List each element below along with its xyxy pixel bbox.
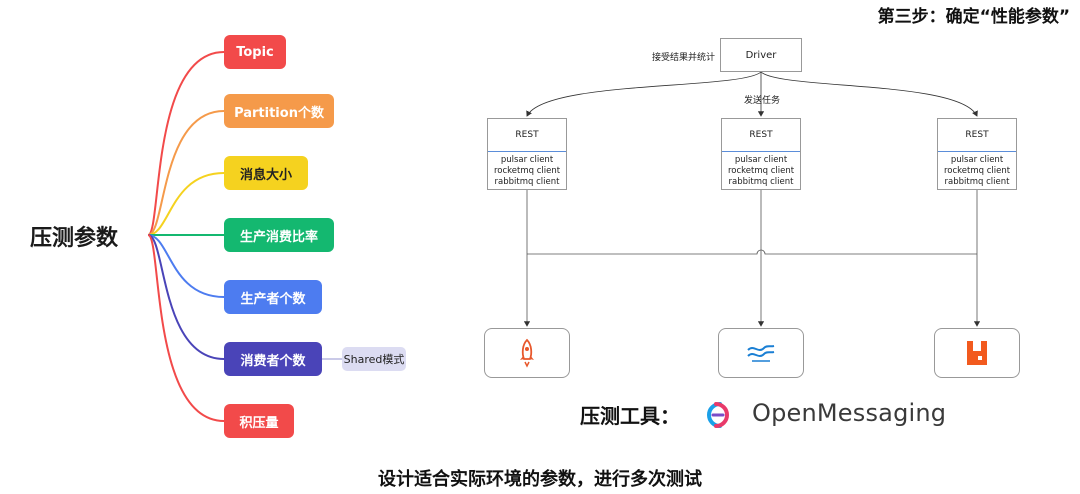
node-consumer-label: 消费者个数 bbox=[240, 353, 306, 369]
node-topic: Topic bbox=[224, 35, 286, 69]
worker-3-head: REST bbox=[938, 119, 1016, 152]
rabbit-icon bbox=[967, 341, 987, 365]
branch-partition bbox=[147, 110, 225, 236]
node-ratio-label: 生产消费比率 bbox=[239, 229, 318, 245]
dispatch-note: 发送任务 bbox=[744, 96, 781, 106]
broker-rabbitmq bbox=[934, 328, 1020, 378]
broker-pulsar bbox=[484, 328, 570, 378]
worker-2-client-rocketmq: rocketmq client bbox=[727, 166, 795, 176]
worker-box-2: REST pulsar client rocketmq client rabbi… bbox=[721, 118, 801, 190]
tool-label: 压测工具： bbox=[580, 404, 680, 428]
shared-mode-tag: Shared模式 bbox=[342, 347, 406, 371]
driver-note: 接受结果并统计 bbox=[652, 53, 716, 63]
node-consumer-count: 消费者个数 bbox=[224, 342, 322, 376]
worker-2-head: REST bbox=[722, 119, 800, 152]
branch-producers bbox=[147, 234, 225, 298]
worker-2-client-rabbitmq: rabbitmq client bbox=[728, 177, 794, 187]
worker-1-client-rocketmq: rocketmq client bbox=[493, 166, 561, 176]
worker-2-client-pulsar: pulsar client bbox=[734, 155, 788, 165]
worker-3-client-rocketmq: rocketmq client bbox=[943, 166, 1011, 176]
worker-1-head: REST bbox=[488, 119, 566, 152]
node-partition-label: Partition个数 bbox=[234, 105, 324, 121]
mindmap-root: 压测参数 bbox=[30, 226, 119, 251]
node-backlog-label: 积压量 bbox=[239, 415, 279, 431]
worker-1-client-pulsar: pulsar client bbox=[500, 155, 554, 165]
node-topic-label: Topic bbox=[236, 44, 274, 60]
node-partition-count: Partition个数 bbox=[224, 94, 334, 128]
openmessaging-name: OpenMessaging bbox=[752, 399, 947, 427]
slide-title: 第三步：确定“性能参数” bbox=[877, 7, 1070, 27]
worker-3-client-rabbitmq: rabbitmq client bbox=[944, 177, 1010, 187]
node-producer-count: 生产者个数 bbox=[224, 280, 322, 314]
dispatch-arrow-left bbox=[526, 71, 762, 117]
node-backlog: 积压量 bbox=[224, 404, 294, 438]
worker-box-3: REST pulsar client rocketmq client rabbi… bbox=[937, 118, 1017, 190]
branch-size bbox=[147, 172, 225, 236]
driver-box: Driver bbox=[720, 38, 802, 72]
branch-consumers bbox=[147, 234, 225, 360]
node-producer-label: 生产者个数 bbox=[240, 291, 306, 307]
node-message-size-label: 消息大小 bbox=[239, 167, 292, 183]
driver-label: Driver bbox=[745, 49, 777, 61]
footer-caption: 设计适合实际环境的参数，进行多次测试 bbox=[378, 469, 702, 490]
wave-icon bbox=[747, 345, 775, 362]
branch-topic bbox=[147, 51, 225, 236]
worker-box-1: REST pulsar client rocketmq client rabbi… bbox=[487, 118, 567, 190]
broker-rocketmq bbox=[718, 328, 804, 378]
worker-3-client-pulsar: pulsar client bbox=[950, 155, 1004, 165]
branch-backlog bbox=[147, 234, 225, 422]
node-message-size: 消息大小 bbox=[224, 156, 308, 190]
openmessaging-logo-icon bbox=[707, 402, 729, 428]
dispatch-arrow-right bbox=[760, 71, 978, 117]
node-produce-consume-ratio: 生产消费比率 bbox=[224, 218, 334, 252]
rocket-icon bbox=[520, 338, 534, 368]
worker-1-client-rabbitmq: rabbitmq client bbox=[494, 177, 560, 187]
